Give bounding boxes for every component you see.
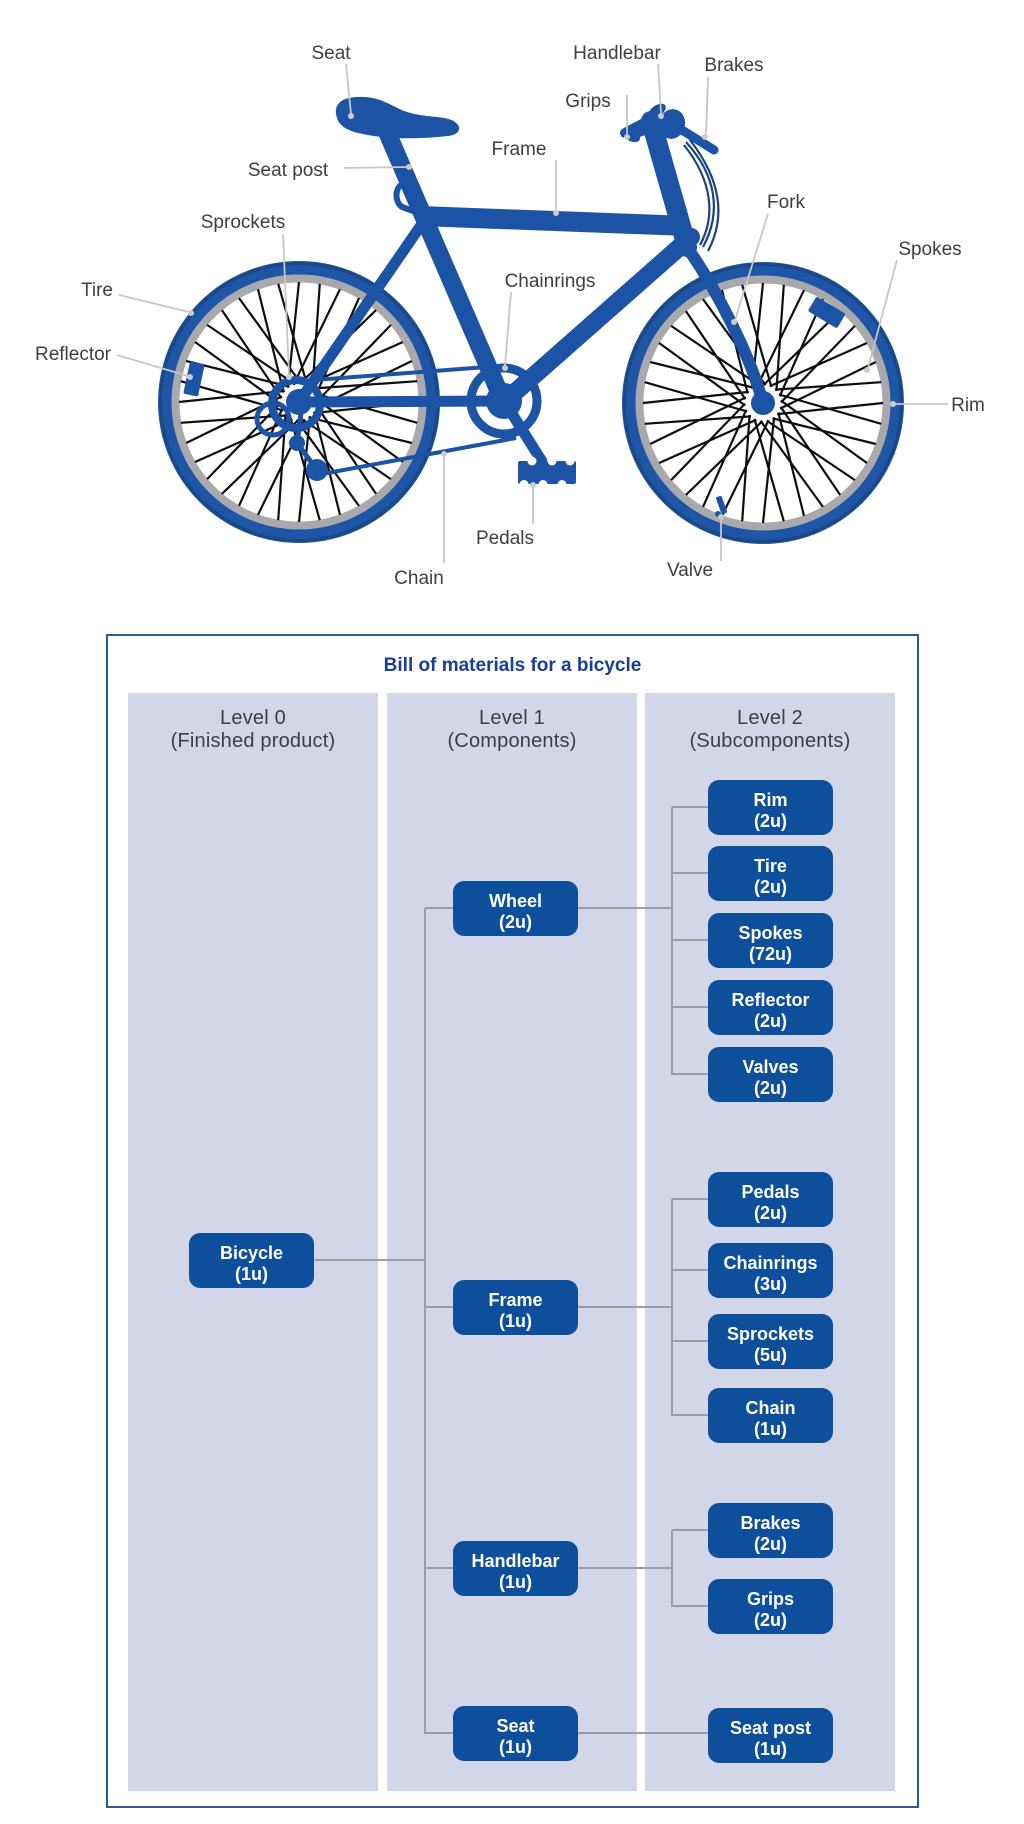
svg-text:Spokes: Spokes xyxy=(898,239,961,260)
svg-text:Grips: Grips xyxy=(565,91,610,112)
svg-text:Pedals: Pedals xyxy=(476,528,534,549)
svg-text:Chainrings: Chainrings xyxy=(505,271,596,292)
svg-text:Seat post: Seat post xyxy=(248,160,329,181)
svg-text:Reflector: Reflector xyxy=(35,344,112,365)
svg-text:Seat: Seat xyxy=(311,43,351,64)
svg-text:Sprockets: Sprockets xyxy=(201,212,285,233)
svg-text:Rim: Rim xyxy=(951,395,985,416)
svg-text:Brakes: Brakes xyxy=(704,55,763,76)
svg-text:Fork: Fork xyxy=(767,192,806,213)
svg-text:Frame: Frame xyxy=(492,139,547,160)
svg-text:Chain: Chain xyxy=(394,568,444,589)
svg-text:Handlebar: Handlebar xyxy=(573,43,661,64)
svg-text:Valve: Valve xyxy=(667,560,713,581)
svg-text:Tire: Tire xyxy=(81,280,113,301)
